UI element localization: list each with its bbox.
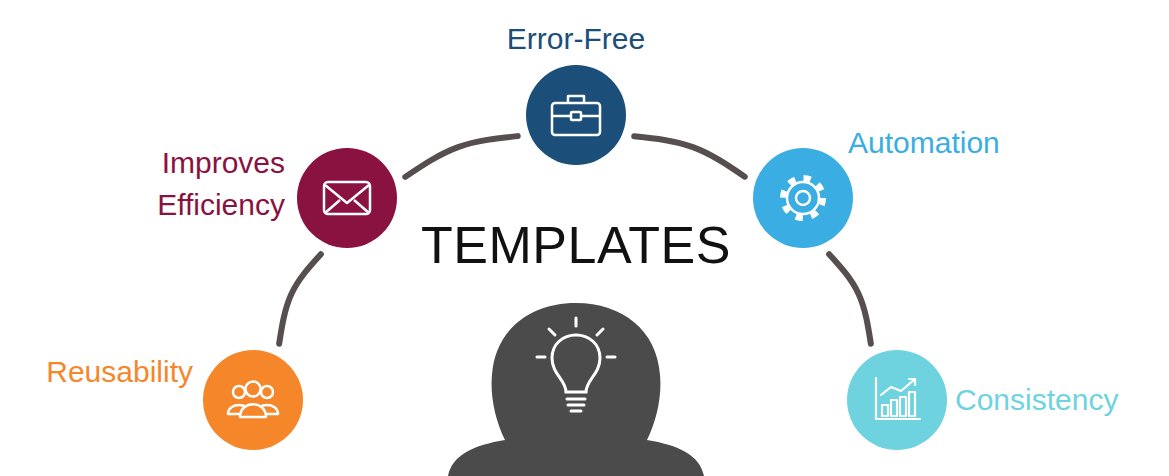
circle-fill	[526, 65, 626, 165]
benefit-icon	[552, 96, 600, 135]
circle-shape	[753, 148, 853, 248]
benefit-circle: Automation	[753, 148, 853, 248]
arc-connector	[829, 254, 871, 344]
benefit-label: Improves Efficiency	[115, 142, 285, 226]
benefit-icon	[324, 182, 370, 214]
benefit-label: Error-Free	[507, 18, 645, 60]
circle-fill	[297, 148, 397, 248]
circle-shape	[203, 350, 303, 450]
arc-connector	[634, 136, 745, 176]
arc-connector	[279, 254, 321, 344]
circle-shape	[297, 148, 397, 248]
benefit-icon	[783, 178, 823, 218]
circle-fill	[847, 350, 947, 450]
lightbulb-icon	[537, 318, 615, 411]
circle-shape	[526, 65, 626, 165]
circle-fill	[753, 148, 853, 248]
benefit-label: Automation	[848, 122, 1000, 164]
benefit-label: Reusability	[46, 351, 193, 393]
benefit-circle: Consistency	[847, 350, 947, 450]
circle-shape	[847, 350, 947, 450]
benefit-circle: Improves Efficiency	[297, 148, 397, 248]
diagram-title: TEMPLATES	[421, 215, 731, 275]
benefit-icon	[228, 382, 278, 418]
benefit-label: Consistency	[955, 379, 1118, 421]
benefit-circle: Error-Free	[526, 65, 626, 165]
benefit-icon	[876, 378, 920, 419]
thinker-head	[448, 303, 704, 476]
benefit-circle: Reusability	[203, 350, 303, 450]
circle-fill	[203, 350, 303, 450]
arc-connector	[405, 136, 517, 177]
head-silhouette	[448, 303, 704, 476]
